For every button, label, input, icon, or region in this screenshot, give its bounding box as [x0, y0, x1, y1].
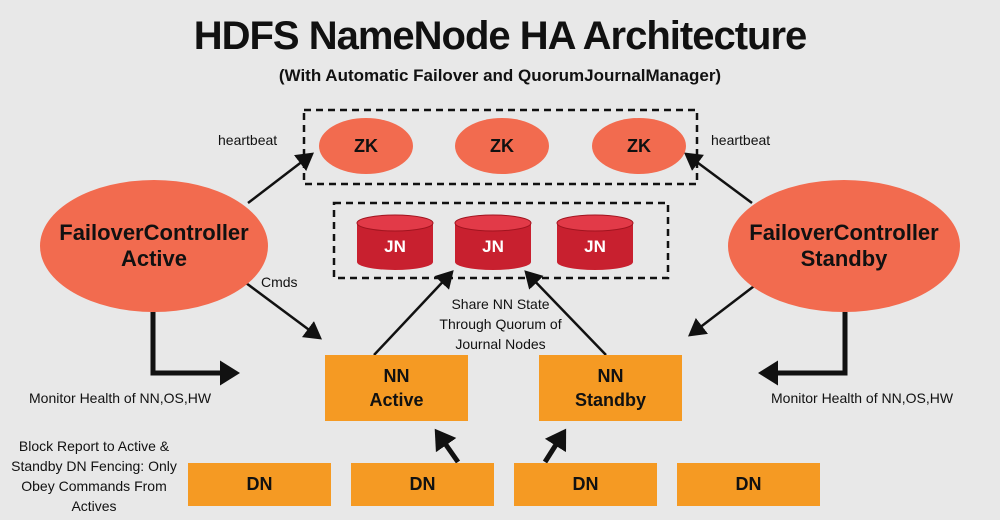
cmds-left-arrow — [245, 281, 323, 340]
zookeeper-node-3: ZK — [592, 118, 686, 174]
journal-node-2: JN — [454, 214, 532, 270]
zookeeper-node-1: ZK — [319, 118, 413, 174]
journal-node-label: JN — [584, 237, 606, 256]
zookeeper-node-label: ZK — [627, 135, 651, 156]
zookeeper-node-label: ZK — [490, 135, 514, 156]
journal-node-3: JN — [556, 214, 634, 270]
datanode-label: DN — [246, 474, 273, 494]
nn-active-to-jn-arrow — [373, 270, 454, 356]
block-report-line: Obey Commands From — [21, 478, 167, 494]
heartbeat-left-arrow — [247, 152, 314, 204]
failover-controller-standby: FailoverController Standby — [728, 180, 960, 312]
datanode-4: DN — [677, 463, 820, 506]
namenode-title: NN — [383, 366, 410, 386]
share-state-line: Through Quorum of — [439, 316, 562, 332]
block-report-line: Block Report to Active & — [18, 438, 170, 454]
cmds-label: Cmds — [261, 274, 298, 290]
failover-controller-title: FailoverController — [749, 220, 939, 245]
zookeeper-node-2: ZK — [455, 118, 549, 174]
datanode-3: DN — [514, 463, 657, 506]
namenode-state: Active — [369, 390, 424, 410]
dn-to-nn-standby-arrow — [542, 428, 567, 464]
namenode-title: NN — [597, 366, 624, 386]
dn-to-nn-active-arrow — [434, 428, 461, 464]
share-state-label: Share NN State Through Quorum of Journal… — [408, 294, 593, 354]
share-state-line: Share NN State — [451, 296, 550, 312]
share-state-line: Journal Nodes — [455, 336, 546, 352]
monitor-health-label-left: Monitor Health of NN,OS,HW — [29, 390, 212, 406]
namenode-active: NN Active — [325, 355, 468, 421]
monitor-left-arrow — [150, 312, 240, 386]
monitor-health-label-right: Monitor Health of NN,OS,HW — [771, 390, 954, 406]
datanode-2: DN — [351, 463, 494, 506]
datanode-label: DN — [572, 474, 599, 494]
heartbeat-label-left: heartbeat — [218, 132, 278, 148]
zookeeper-node-label: ZK — [354, 135, 378, 156]
datanode-1: DN — [188, 463, 331, 506]
heartbeat-label-right: heartbeat — [711, 132, 771, 148]
journal-node-label: JN — [482, 237, 504, 256]
heartbeat-right-arrow — [683, 152, 753, 205]
block-report-label: Block Report to Active & Standby DN Fenc… — [8, 436, 180, 516]
datanode-label: DN — [735, 474, 762, 494]
failover-controller-active: FailoverController Active — [40, 180, 268, 312]
failover-controller-state: Active — [120, 246, 188, 271]
datanode-label: DN — [409, 474, 436, 494]
cmds-right-arrow — [688, 279, 763, 337]
zookeeper-group-border — [302, 108, 699, 186]
block-report-line: Actives — [71, 498, 117, 514]
page-subtitle: (With Automatic Failover and QuorumJourn… — [278, 66, 722, 85]
monitor-right-arrow — [758, 312, 848, 386]
journal-node-1: JN — [356, 214, 434, 270]
journal-node-label: JN — [384, 237, 406, 256]
page-title: HDFS NameNode HA Architecture — [193, 14, 808, 58]
namenode-state: Standby — [574, 390, 646, 410]
nn-standby-to-jn-arrow — [524, 270, 607, 356]
namenode-standby: NN Standby — [539, 355, 682, 421]
journal-group-border — [332, 201, 670, 280]
block-report-line: Standby DN Fencing: Only — [11, 458, 177, 474]
failover-controller-state: Standby — [800, 246, 888, 271]
failover-controller-title: FailoverController — [59, 220, 249, 245]
